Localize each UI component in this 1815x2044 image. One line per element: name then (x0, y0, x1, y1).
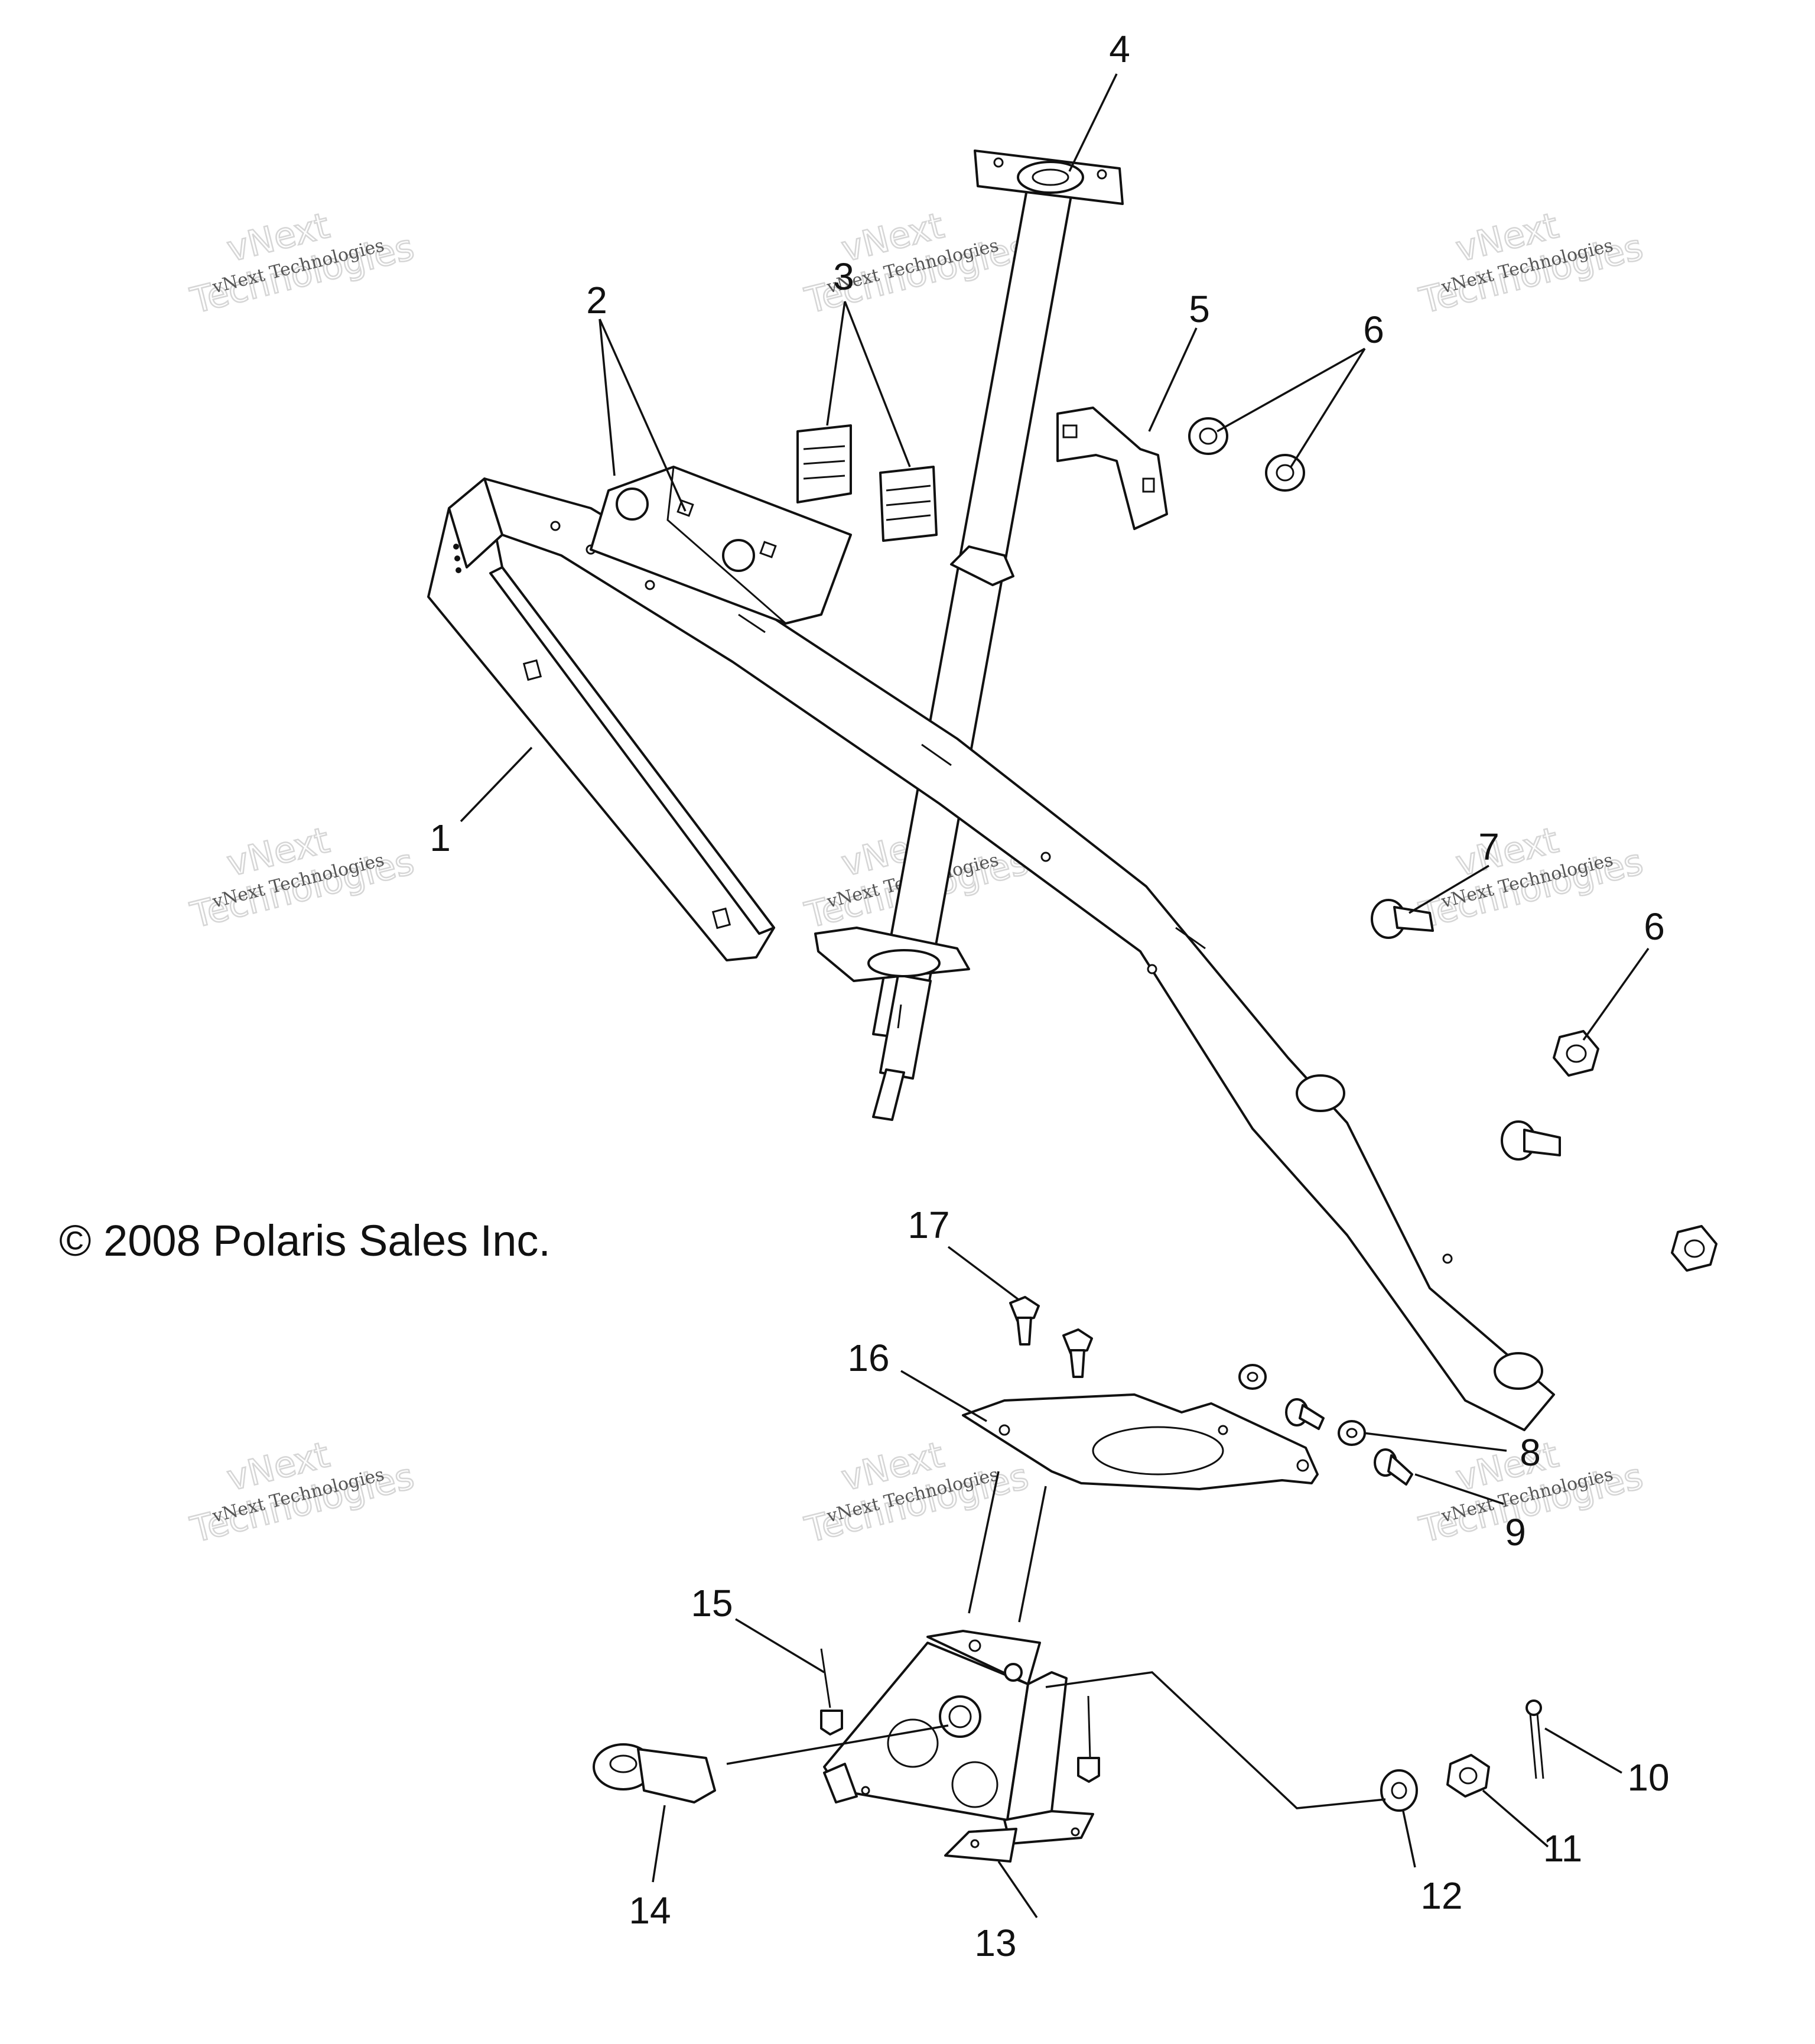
watermark-mid-left: Technologies vNext vNext Technologies (186, 819, 418, 937)
castle-nut-11 (1446, 1754, 1490, 1798)
flange-nut-1 (1553, 1030, 1599, 1077)
callout-3: 3 (833, 255, 854, 298)
callout-8: 8 (1520, 1431, 1541, 1474)
bolt-9-2 (1374, 1448, 1413, 1486)
callout-2: 2 (586, 279, 607, 321)
bar-pad-bracket (590, 466, 852, 625)
callout-12: 12 (1420, 1874, 1462, 1917)
watermark-top-left: Technologies vNext vNext Technologies (186, 204, 418, 323)
clamp-bracket (1056, 407, 1168, 530)
cotter-pin-15-1 (820, 1648, 843, 1736)
nut-upper-2 (1265, 454, 1305, 492)
cotter-pin-10 (1525, 1699, 1544, 1779)
mount-plate (962, 1393, 1319, 1490)
pivot-block (823, 1630, 1094, 1863)
handlebar (427, 477, 1555, 1431)
callout-17: 17 (908, 1204, 949, 1246)
bolt-9-1 (1285, 1398, 1325, 1430)
steering-post (814, 150, 1124, 1121)
callout-7: 7 (1478, 826, 1500, 868)
bolt-7-1 (1371, 899, 1434, 939)
callout-15: 15 (691, 1582, 733, 1624)
callout-5: 5 (1189, 288, 1210, 330)
callout-16: 16 (847, 1337, 889, 1379)
callout-1: 1 (430, 817, 451, 859)
callout-10: 10 (1627, 1756, 1669, 1799)
screw-17-1 (1009, 1296, 1040, 1346)
watermark-low-left: Technologies vNext vNext Technologies (186, 1434, 418, 1552)
callout-14: 14 (629, 1889, 671, 1932)
nut-8-2 (1338, 1420, 1366, 1446)
callout-13: 13 (974, 1922, 1016, 1964)
clamp-halves (796, 424, 938, 542)
washer-12 (1380, 1769, 1418, 1812)
watermark-mid-right: Technologies vNext vNext Technologies (1414, 819, 1647, 937)
screw-17-2 (1062, 1328, 1093, 1378)
watermark-top-right: Technologies vNext vNext Technologies (1414, 204, 1647, 323)
watermark-top-center: Technologies vNext vNext Technologies (800, 204, 1033, 323)
copyright-text: © 2008 Polaris Sales Inc. (59, 1216, 551, 1265)
pivot-eye (593, 1743, 716, 1803)
flange-nut-2 (1671, 1225, 1718, 1272)
callout-11: 11 (1543, 1827, 1582, 1870)
callout-6-lower: 6 (1644, 905, 1665, 948)
nut-8-1 (1238, 1364, 1267, 1390)
callout-6-upper: 6 (1363, 308, 1384, 351)
callout-4: 4 (1109, 28, 1130, 70)
nut-upper-1 (1188, 417, 1228, 455)
cotter-pin-15-2 (1077, 1695, 1100, 1783)
bolt-7-2 (1501, 1120, 1561, 1161)
callout-9: 9 (1505, 1511, 1526, 1554)
leader-lines (460, 73, 1650, 1918)
